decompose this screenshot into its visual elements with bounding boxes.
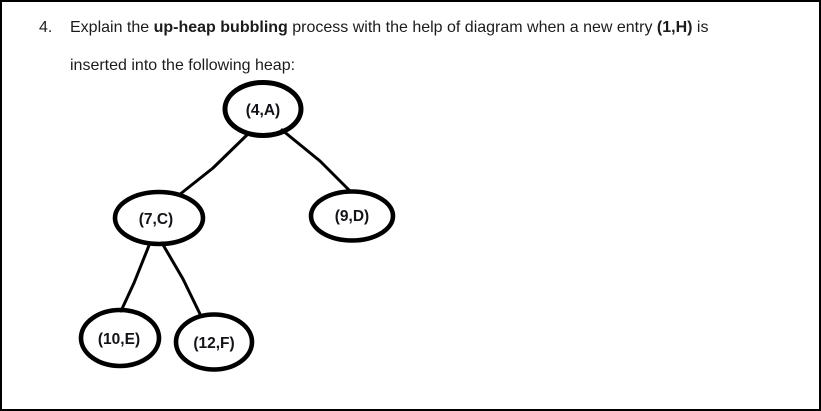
tree-node-left-left-label: (10,E) (98, 331, 140, 348)
tree-edge-left-to-leftright (160, 241, 202, 316)
question-text-run: process with the help of diagram when a … (287, 19, 657, 36)
question-block: 4. Explain the up-heap bubbling process … (39, 9, 805, 85)
tree-node-left (112, 189, 206, 247)
question-text-run: is (692, 19, 709, 36)
question-text: Explain the up-heap bubbling process wit… (70, 9, 805, 85)
question-text-bold-run: (1,H) (656, 19, 693, 36)
question-number: 4. (39, 19, 53, 36)
tree-node-left-left (78, 307, 162, 369)
tree-node-root (222, 80, 304, 138)
tree-node-root-label: (4,A) (246, 102, 280, 119)
question-text-run: Explain the (70, 19, 154, 36)
question-line-2: inserted into the following heap: (70, 57, 296, 74)
tree-node-left-label: (7,C) (139, 211, 173, 228)
question-line-1: Explain the up-heap bubbling process wit… (70, 9, 805, 47)
tree-node-left-right (173, 312, 255, 372)
tree-edge-root-to-left (177, 131, 251, 197)
tree-edge-root-to-right (280, 128, 353, 194)
tree-node-left-right-label: (12,F) (193, 335, 234, 352)
tree-edge-left-to-leftleft (119, 241, 152, 313)
question-text-bold-run: up-heap bubbling (153, 19, 288, 36)
tree-node-right (308, 189, 396, 243)
tree-node-right-label: (9,D) (335, 208, 369, 225)
